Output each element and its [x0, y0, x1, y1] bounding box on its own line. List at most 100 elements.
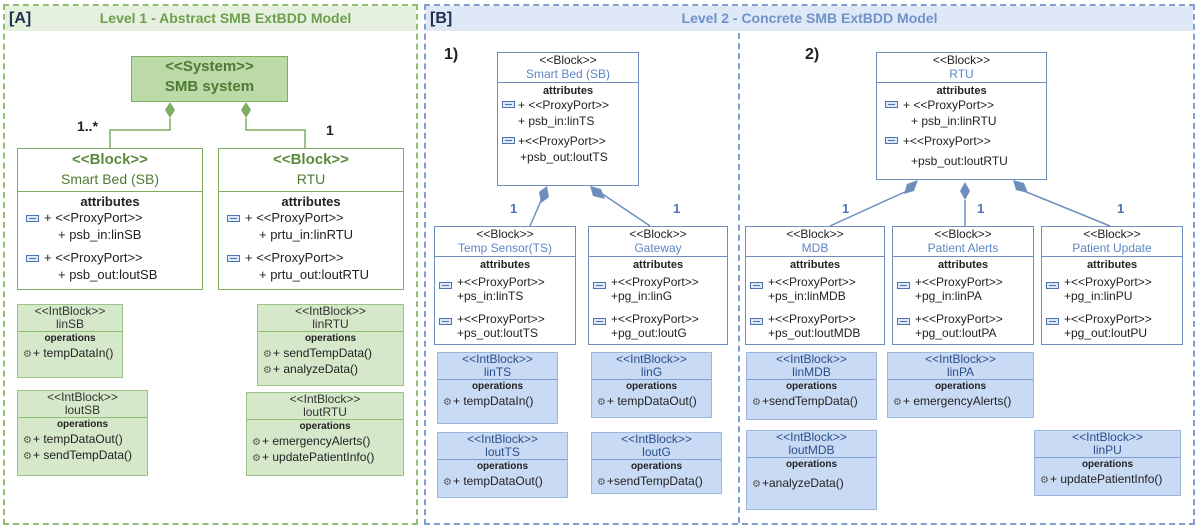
operations-header: operations	[304, 333, 357, 344]
intblock-stereotype: <<IntBlock>>	[34, 304, 106, 318]
operation-item: ⚙+ updatePatientInfo()	[252, 450, 375, 464]
proxy-port: +<<ProxyPort>> +ps_out:loutTS	[435, 312, 575, 344]
port-stereotype: +<<ProxyPort>>	[768, 312, 856, 326]
port-icon	[26, 255, 39, 262]
gear-icon: ⚙	[23, 435, 32, 446]
intblock-name: linMDB	[747, 366, 876, 380]
intblock-name: loutRTU	[247, 406, 403, 420]
attributes-header: attributes	[542, 85, 594, 97]
attributes-header: attributes	[937, 259, 989, 271]
proxy-port: +<<ProxyPort>> +ps_in:linTS	[435, 272, 575, 312]
panel-tag-b: [B]	[430, 10, 453, 27]
intblock-loutTS[interactable]: <<IntBlock>> loutTS operations ⚙+ tempDa…	[437, 432, 568, 498]
attributes-header: attributes	[632, 259, 684, 271]
block-gateway[interactable]: <<Block>> Gateway attributes +<<ProxyPor…	[588, 226, 728, 345]
port-stereotype: + <<ProxyPort>>	[518, 98, 610, 112]
block-name: MDB	[746, 241, 884, 257]
proxy-port: + <<ProxyPort>> + prtu_in:linRTU	[219, 210, 403, 250]
intblock-loutG[interactable]: <<IntBlock>> loutG operations ⚙+sendTemp…	[591, 432, 722, 494]
intblock-linMDB[interactable]: <<IntBlock>> linMDB operations ⚙+sendTem…	[746, 352, 877, 420]
intblock-stereotype: <<IntBlock>>	[776, 430, 847, 444]
proxy-port: +<<ProxyPort>> +pg_in:linPU	[1042, 272, 1182, 312]
system-name: SMB system	[164, 78, 255, 95]
gear-icon: ⚙	[443, 397, 452, 408]
intblock-loutRTU[interactable]: <<IntBlock>> loutRTU operations ⚙+ emerg…	[246, 392, 404, 476]
subdiagram-label-2: 2)	[805, 46, 820, 63]
intblock-linRTU[interactable]: <<IntBlock>> linRTU operations ⚙+ sendTe…	[257, 304, 404, 386]
block-mdb[interactable]: <<Block>> MDB attributes +<<ProxyPort>> …	[745, 226, 885, 345]
port-signature: +pg_in:linG	[611, 289, 673, 303]
intblock-linPU[interactable]: <<IntBlock>> linPU operations ⚙+ updateP…	[1034, 430, 1181, 496]
operations-header: operations	[934, 381, 987, 392]
intblock-name: linTS	[438, 366, 557, 380]
intblock-loutMDB[interactable]: <<IntBlock>> loutMDB operations ⚙+analyz…	[746, 430, 877, 510]
block-temp-sensor[interactable]: <<Block>> Temp Sensor(TS) attributes +<<…	[434, 226, 576, 345]
port-signature: +pg_out:loutPU	[1064, 326, 1148, 340]
operations-header: operations	[299, 421, 351, 432]
block-smartbed-l1[interactable]: <<Block>> Smart Bed (SB) attributes + <<…	[17, 148, 203, 290]
block-stereotype: <<Block>>	[934, 227, 992, 241]
port-signature: + psb_in:linTS	[518, 114, 595, 128]
intblock-linPA[interactable]: <<IntBlock>> linPA operations ⚙+ emergen…	[887, 352, 1034, 418]
system-stereotype: <<System>>	[165, 58, 254, 75]
panel-level1-header: [A] Level 1 - Abstract SMB ExtBDD Model	[5, 6, 416, 31]
block-stereotype: <<Block>>	[273, 151, 349, 168]
operation-item: ⚙+ tempDataOut()	[443, 474, 543, 488]
port-signature: + psb_in:linSB	[58, 227, 142, 242]
gear-icon: ⚙	[252, 437, 261, 448]
attributes-header: attributes	[1086, 259, 1138, 271]
attributes-header: attributes	[936, 85, 987, 97]
intblock-stereotype: <<IntBlock>>	[776, 352, 847, 366]
intblock-linG[interactable]: <<IntBlock>> linG operations ⚙+ tempData…	[591, 352, 712, 418]
block-rtu-l1[interactable]: <<Block>> RTU attributes + <<ProxyPort>>…	[218, 148, 404, 290]
block-patient-alerts[interactable]: <<Block>> Patient Alerts attributes +<<P…	[892, 226, 1034, 345]
block-stereotype: <<Block>>	[1083, 227, 1141, 241]
port-stereotype: +<<ProxyPort>>	[611, 275, 699, 289]
proxy-port: + <<ProxyPort>> + prtu_out:loutRTU	[219, 250, 403, 289]
proxy-port: +<<ProxyPort>> +pg_in:linPA	[893, 272, 1033, 312]
operations-header: operations	[785, 381, 838, 392]
intblock-stereotype: <<IntBlock>>	[1072, 430, 1143, 444]
system-block[interactable]: <<System>> SMB system	[131, 56, 288, 102]
multiplicity-mdb: 1	[842, 201, 850, 216]
block-name: RTU	[219, 168, 403, 192]
port-icon	[1046, 318, 1059, 325]
intblock-loutSB[interactable]: <<IntBlock>> loutSB operations ⚙+ tempDa…	[17, 390, 148, 476]
gear-icon: ⚙	[252, 453, 261, 464]
gear-icon: ⚙	[752, 397, 761, 408]
panel-level2-header: [B] Level 2 - Concrete SMB ExtBDD Model	[426, 6, 1193, 31]
intblock-linSB[interactable]: <<IntBlock>> linSB operations ⚙+ tempDat…	[17, 304, 123, 378]
block-patient-update[interactable]: <<Block>> Patient Update attributes +<<P…	[1041, 226, 1183, 345]
proxy-port: + <<ProxyPort>> + psb_in:linSB	[18, 210, 202, 250]
block-rtu-l2[interactable]: <<Block>> RTU attributes + <<ProxyPort>>…	[876, 52, 1047, 180]
port-signature: + psb_in:linRTU	[911, 114, 997, 128]
port-icon	[502, 101, 515, 108]
port-stereotype: + <<ProxyPort>>	[245, 210, 344, 225]
intblock-stereotype: <<IntBlock>>	[467, 432, 538, 446]
gear-icon: ⚙	[443, 477, 452, 488]
intblock-stereotype: <<IntBlock>>	[295, 304, 366, 318]
intblock-linTS[interactable]: <<IntBlock>> linTS operations ⚙+ tempDat…	[437, 352, 558, 424]
operation-item: ⚙+ tempDataIn()	[23, 346, 114, 360]
gear-icon: ⚙	[263, 365, 272, 376]
gear-icon: ⚙	[23, 451, 32, 462]
intblock-name: loutSB	[18, 404, 147, 418]
operations-header: operations	[630, 461, 683, 472]
intblock-name: linRTU	[258, 318, 403, 332]
port-stereotype: +<<ProxyPort>>	[1064, 275, 1152, 289]
port-icon	[897, 318, 910, 325]
gear-icon: ⚙	[263, 349, 272, 360]
port-signature: +pg_out:loutG	[611, 326, 687, 340]
port-stereotype: +<<ProxyPort>>	[457, 275, 545, 289]
panel-divider	[738, 33, 740, 523]
proxy-port: +<<ProxyPort>> +psb_out:loutTS	[498, 134, 638, 170]
port-stereotype: +<<ProxyPort>>	[915, 275, 1003, 289]
operation-item: ⚙+ updatePatientInfo()	[1040, 472, 1163, 486]
operation-item: ⚙+ emergencyAlerts()	[252, 434, 371, 448]
attributes-header: attributes	[80, 194, 140, 209]
port-stereotype: + <<ProxyPort>>	[44, 250, 143, 265]
block-smartbed-l2[interactable]: <<Block>> Smart Bed (SB) attributes + <<…	[497, 52, 639, 186]
operation-item: ⚙+ sendTempData()	[23, 448, 133, 462]
port-icon	[502, 137, 515, 144]
operations-header: operations	[44, 333, 96, 344]
